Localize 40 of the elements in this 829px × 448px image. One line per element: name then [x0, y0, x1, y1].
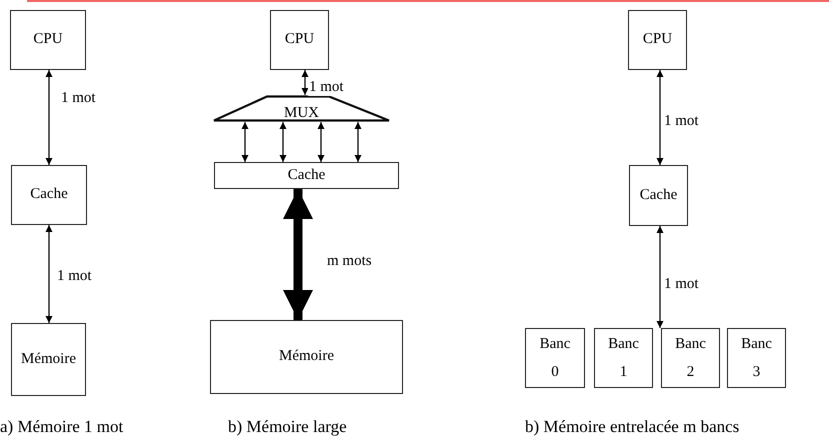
double-arrow [280, 122, 286, 162]
multiplexer-trapezoid [213, 95, 390, 122]
node-label: MUX [284, 104, 319, 122]
memory-bank-box [594, 328, 653, 388]
memory-bank-box [661, 328, 720, 388]
node-label: Cache [288, 166, 326, 184]
double-arrow [656, 70, 664, 165]
double-arrow [46, 70, 52, 165]
double-arrow [283, 189, 313, 320]
component-box [11, 165, 87, 225]
double-arrow [354, 122, 362, 162]
node-label: Cache [30, 186, 68, 204]
subfigure-caption: b) Mémoire large [228, 417, 347, 437]
double-arrow [318, 122, 324, 162]
double-arrow [242, 122, 248, 162]
component-box [628, 10, 687, 70]
node-label: Banc 0 [538, 334, 572, 382]
node-label: CPU [284, 31, 314, 49]
subfigure-caption: b) Mémoire entrelacée m bancs [525, 417, 740, 437]
component-box [270, 10, 329, 70]
component-box [629, 165, 688, 226]
component-box [10, 10, 86, 70]
component-box [214, 162, 399, 189]
subfigure-caption: a) Mémoire 1 mot [0, 417, 124, 437]
node-label: Cache [640, 186, 678, 204]
node-label: CPU [33, 31, 63, 49]
node-label: Banc 1 [607, 334, 640, 382]
memory-bank-box [727, 328, 786, 388]
component-box [11, 323, 86, 396]
memory-bank-box [525, 328, 585, 388]
component-box [210, 320, 403, 394]
double-arrow [656, 226, 664, 328]
node-label: Banc 2 [674, 334, 707, 382]
node-label: CPU [642, 31, 672, 49]
node-label: Mémoire [279, 348, 334, 366]
double-arrow [302, 70, 308, 95]
node-label: Mémoire [21, 350, 76, 368]
node-label: Banc 3 [740, 334, 773, 382]
edge-label: 1 mot [308, 79, 345, 96]
double-arrow [46, 225, 52, 323]
